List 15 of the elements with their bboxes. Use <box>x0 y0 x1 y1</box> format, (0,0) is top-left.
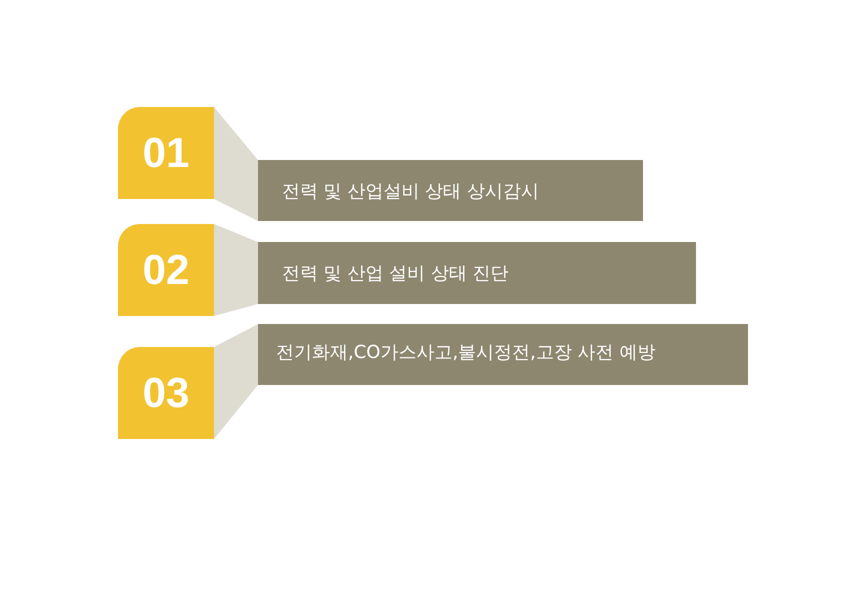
step-number: 03 <box>142 369 190 417</box>
step-number: 02 <box>142 246 190 294</box>
number-tab <box>118 347 214 439</box>
number-tab <box>118 224 214 316</box>
step-label: 전력 및 산업설비 상태 상시감시 <box>282 180 539 202</box>
connector-band <box>214 107 258 221</box>
step-label: 전력 및 산업 설비 상태 진단 <box>282 262 509 285</box>
connector-band <box>214 224 258 316</box>
number-tab <box>118 107 214 199</box>
connector-band <box>214 324 258 439</box>
text-bar <box>258 242 696 304</box>
text-bar <box>258 160 643 221</box>
step-label: 전기화재,CO가스사고,불시정전,고장 사전 예방 <box>276 341 656 364</box>
step-number: 01 <box>142 129 190 177</box>
text-bar <box>258 324 748 385</box>
